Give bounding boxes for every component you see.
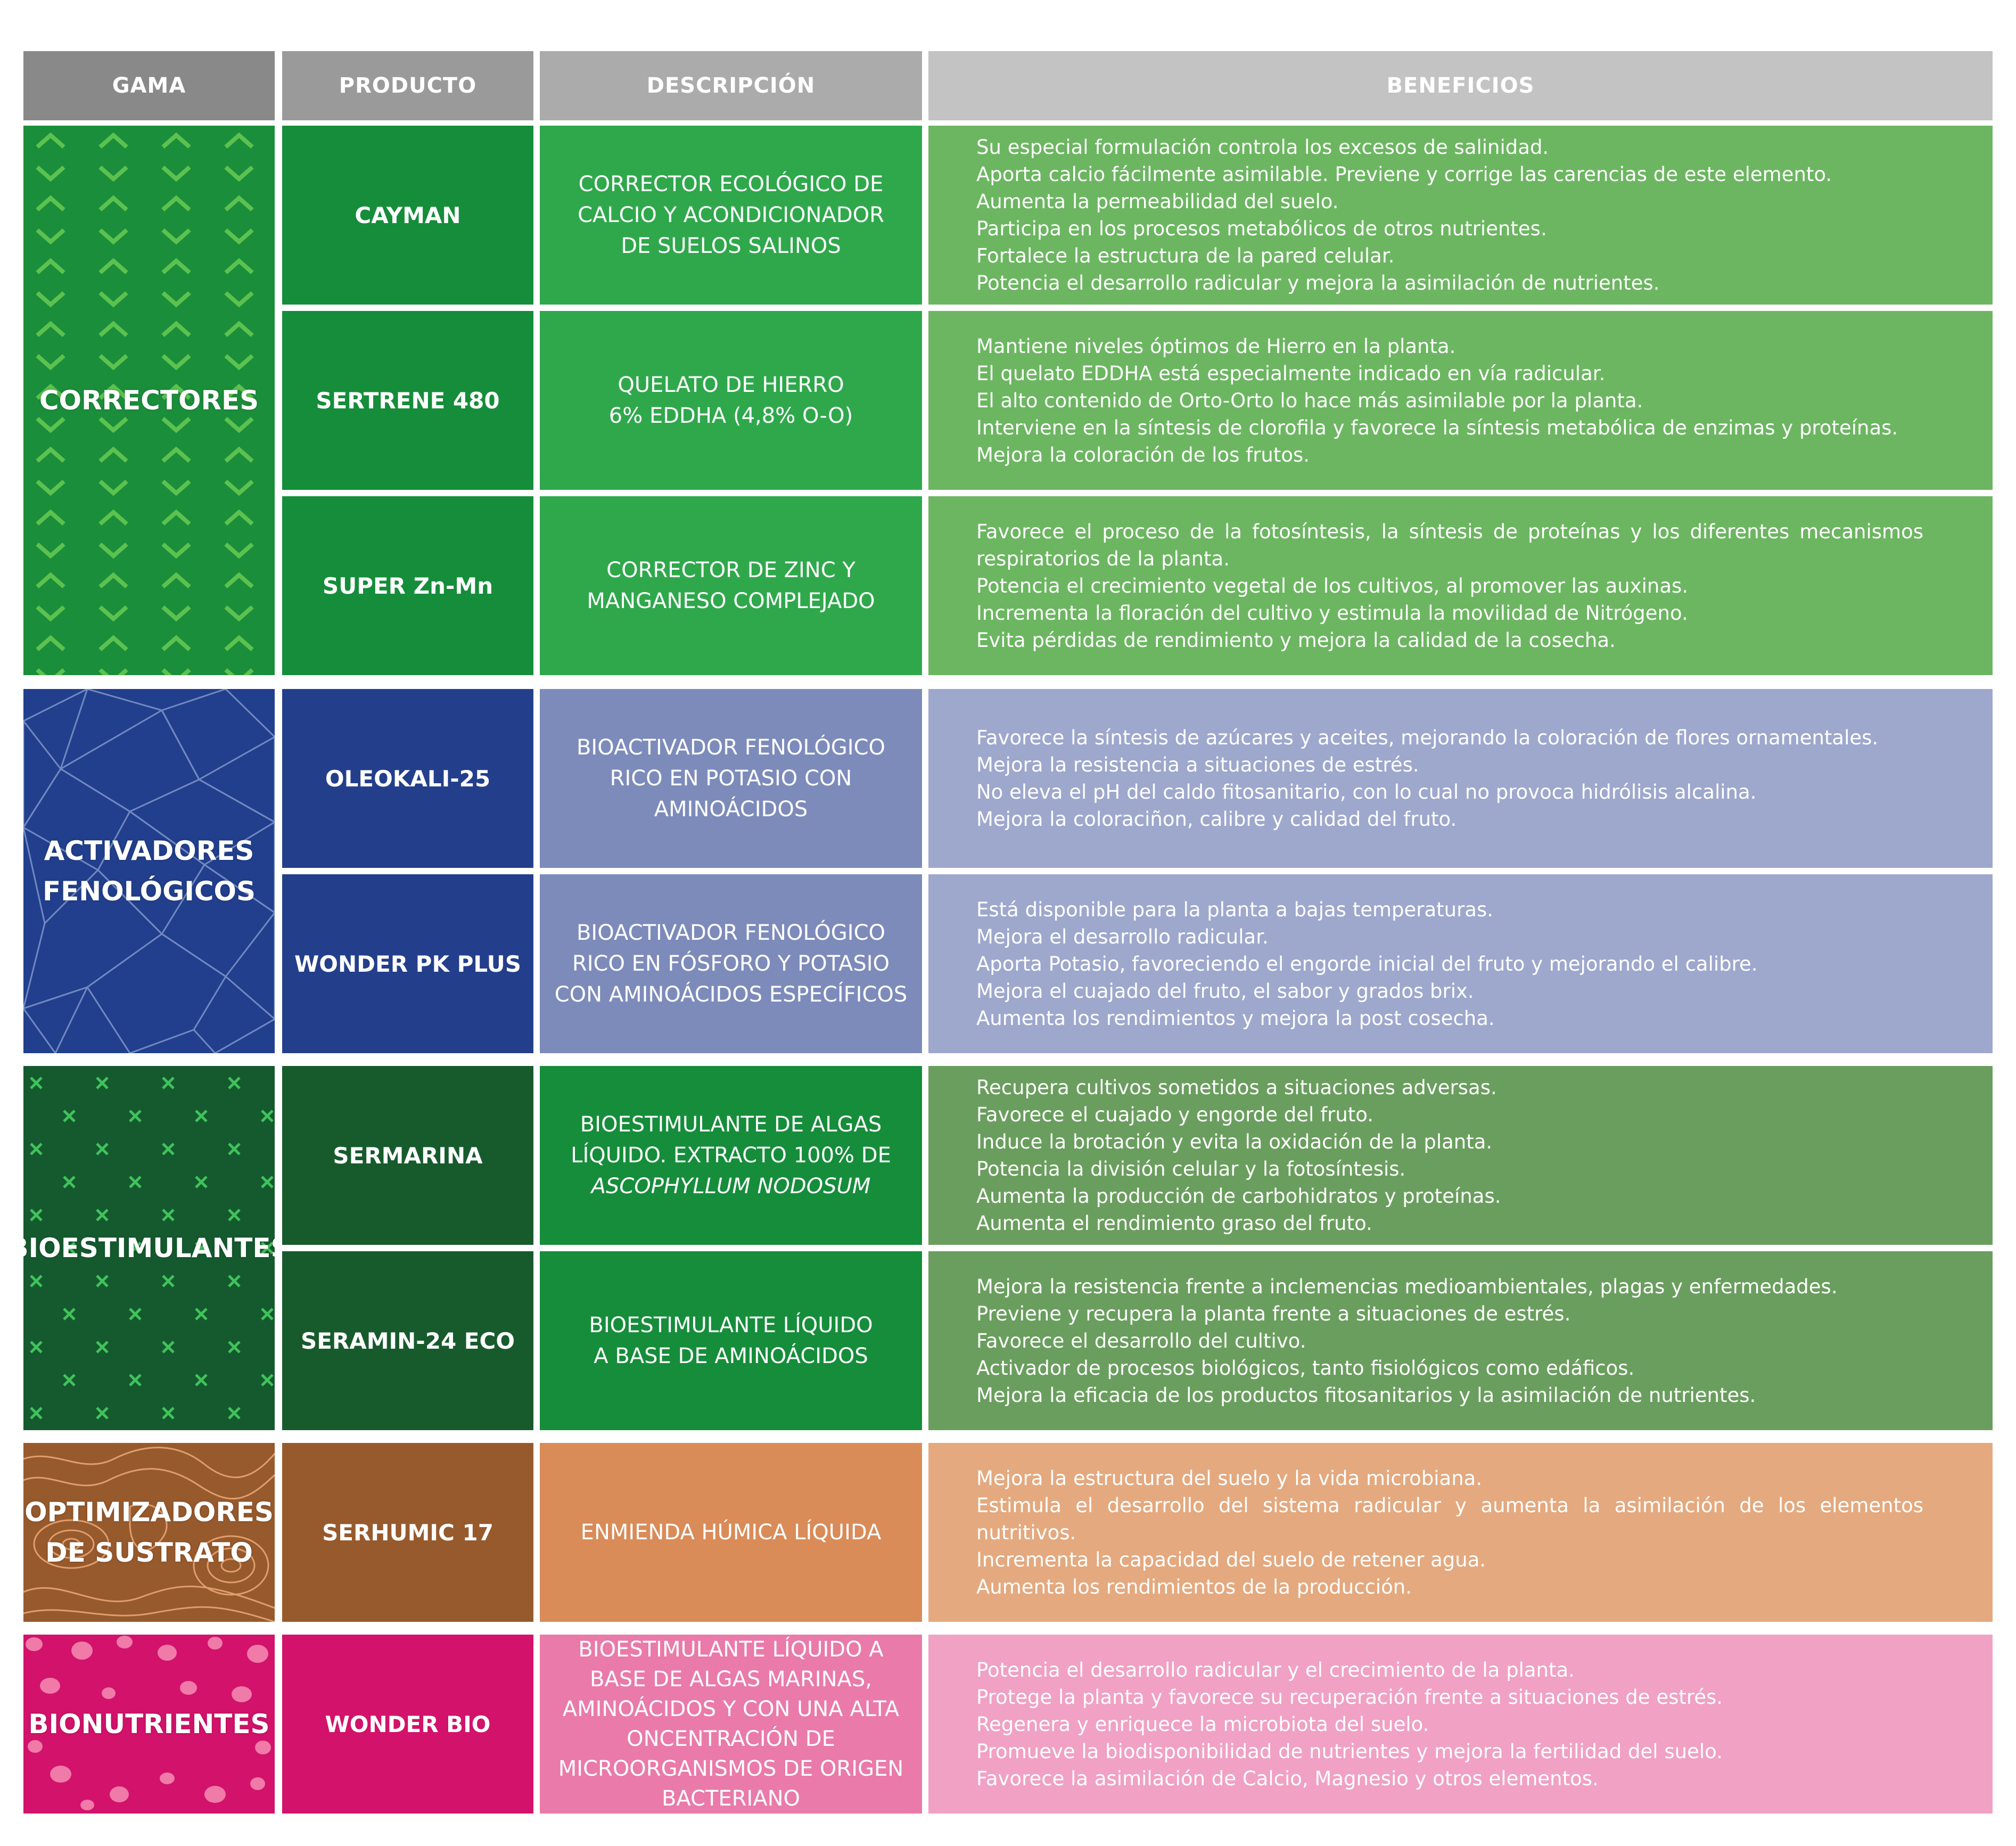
product-name: WONDER BIO [282,1635,533,1814]
product-benefits: Recupera cultivos sometidos a situacione… [928,1066,1993,1245]
benefit-item: Previene y recupera la planta frente a s… [976,1302,1571,1325]
product-name: SUPER Zn-Mn [282,496,533,675]
topographic-pattern [23,1447,275,1622]
benefit-item: Aporta calcio fácilmente asimilable. Pre… [976,163,1832,186]
product-benefits: Está disponible para la planta a bajas t… [928,874,1993,1053]
benefit-item: Promueve la biodisponibilidad de nutrien… [976,1740,1723,1763]
benefit-item: Mejora la estructura del suelo y la vida… [976,1466,1483,1490]
chevron-pattern [23,126,275,675]
benefit-item: Aumenta los rendimientos y mejora la pos… [976,1006,1495,1030]
benefit-item: Mejora el desarrollo radicular. [976,925,1269,948]
benefit-item: Potencia la división celular y la fotosí… [976,1158,1406,1180]
benefit-item: Incrementa la capacidad del suelo de ret… [976,1548,1486,1571]
benefit-item: Mejora la coloraciñon, calibre y calidad… [976,808,1457,831]
benefit-item: Mejora la eficacia de los productos fito… [976,1383,1756,1407]
benefit-item: Incrementa la floración del cultivo y es… [976,601,1688,625]
product-benefits: Mejora la estructura del suelo y la vida… [928,1443,1993,1622]
product-description: BIOESTIMULANTE LÍQUIDO A BASE DE ALGAS M… [540,1635,922,1814]
header-producto: PRODUCTO [282,51,533,120]
product-description: BIOESTIMULANTE DE ALGAS LÍQUIDO. EXTRACT… [540,1066,922,1245]
gama-label: OPTIMIZADORES DE SUSTRATO [24,1497,274,1568]
gama-bioestimulantes: BIOESTIMULANTES [23,1066,275,1430]
benefit-item: Favorece el cuajado y engorde del fruto. [976,1103,1374,1126]
product-name: OLEOKALI-25 [282,689,533,868]
benefit-item: No eleva el pH del caldo fitosanitario, … [976,781,1757,803]
header-beneficios: BENEFICIOS [928,51,1993,120]
benefit-item: Favorece el desarrollo del cultivo. [976,1329,1306,1352]
product-name: SERTRENE 480 [282,311,533,490]
benefit-item: Aporta Potasio, favoreciendo el engorde … [976,952,1758,975]
product-description: BIOACTIVADOR FENOLÓGICO RICO EN POTASIO … [540,689,922,868]
description-text: BIOESTIMULANTE DE ALGAS LÍQUIDO. EXTRACT… [571,1112,891,1168]
benefit-item: Participa en los procesos metabólicos de… [976,217,1547,240]
benefit-item: Favorece la asimilación de Calcio, Magne… [976,1767,1599,1790]
benefit-item: Mantiene niveles óptimos de Hierro en la… [976,334,1456,358]
benefit-item: Evita pérdidas de rendimiento y mejora l… [976,628,1616,652]
product-description: CORRECTOR ECOLÓGICO DE CALCIO Y ACONDICI… [540,126,922,305]
product-benefits: Su especial formulación controla los exc… [928,126,1993,305]
dots-pattern [26,1636,271,1810]
benefit-item: Favorece la síntesis de azúcares y aceit… [976,726,1879,749]
benefit-item: El alto contenido de Orto-Orto lo hace m… [976,389,1643,412]
gama-correctores: CORRECTORES [23,126,275,675]
benefit-item: Mejora la coloración de los frutos. [976,443,1310,466]
product-benefits: Mejora la resistencia frente a inclemenc… [928,1251,1993,1430]
cross-pattern [23,1066,275,1430]
gama-label: CORRECTORES [39,385,259,416]
benefit-item: Activador de procesos biológicos, tanto … [976,1356,1635,1380]
product-benefits: Mantiene niveles óptimos de Hierro en la… [928,311,1993,490]
benefit-item: Protege la planta y favorece su recupera… [976,1685,1723,1709]
gama-label: BIOESTIMULANTES [23,1233,275,1264]
benefit-item: Estimula el desarrollo del sistema radic… [976,1494,1923,1544]
product-name: WONDER PK PLUS [282,874,533,1053]
polygon-mesh-pattern [23,689,275,1053]
product-name: SERMARINA [282,1066,533,1245]
gama-label: BIONUTRIENTES [28,1709,270,1740]
benefit-item: Mejora el cuajado del fruto, el sabor y … [976,979,1474,1003]
product-benefits: Favorece la síntesis de azúcares y aceit… [928,689,1993,868]
benefit-item: Aumenta los rendimientos de la producció… [976,1575,1412,1598]
gama-optimizadores-de-sustrato: OPTIMIZADORES DE SUSTRATO [23,1443,275,1622]
product-benefits: Potencia el desarrollo radicular y el cr… [928,1635,1993,1814]
benefit-item: Mejora la resistencia frente a inclemenc… [976,1275,1838,1298]
product-name: SERHUMIC 17 [282,1443,533,1622]
benefit-item: Induce la brotación y evita la oxidación… [976,1130,1493,1153]
header-descripcion: DESCRIPCIÓN [540,51,922,120]
gama-label: ACTIVADORES FENOLÓGICOS [42,835,256,907]
benefit-item: Potencia el desarrollo radicular y mejor… [976,272,1660,294]
benefit-item: Aumenta la permeabilidad del suelo. [976,190,1339,213]
benefit-item: Potencia el desarrollo radicular y el cr… [976,1658,1575,1681]
benefit-item: Aumenta la producción de carbohidratos y… [976,1185,1501,1208]
benefit-item: Mejora la resistencia a situaciones de e… [976,753,1419,776]
benefit-item: Potencia el crecimiento vegetal de los c… [976,574,1689,597]
benefit-item: Aumenta el rendimiento graso del fruto. [976,1212,1372,1235]
benefit-item: El quelato EDDHA está especialmente indi… [976,362,1606,385]
gama-bionutrientes: BIONUTRIENTES [23,1635,275,1814]
description-species: ASCOPHYLLUM NODOSUM [591,1174,871,1199]
product-name: SERAMIN-24 ECO [282,1251,533,1430]
benefit-item: Favorece el proceso de la fotosíntesis, … [976,520,1923,570]
product-description: QUELATO DE HIERRO 6% EDDHA (4,8% O-O) [540,311,922,490]
benefit-item: Su especial formulación controla los exc… [976,136,1549,159]
gama-activadores-fenologicos: ACTIVADORES FENOLÓGICOS [23,689,275,1053]
benefit-item: Fortalece la estructura de la pared celu… [976,244,1395,267]
product-name: CAYMAN [282,126,533,305]
benefit-item: Regenera y enriquece la microbiota del s… [976,1712,1429,1736]
product-description: BIOESTIMULANTE LÍQUIDO A BASE DE AMINOÁC… [540,1251,922,1430]
product-description: ENMIENDA HÚMICA LÍQUIDA [540,1443,922,1622]
product-description: CORRECTOR DE ZINC Y MANGANESO COMPLEJADO [540,496,922,675]
header-gama: GAMA [23,51,275,120]
benefit-item: Interviene en la síntesis de clorofila y… [976,416,1898,439]
product-description: BIOACTIVADOR FENOLÓGICO RICO EN FÓSFORO … [540,874,922,1053]
benefit-item: Recupera cultivos sometidos a situacione… [976,1076,1497,1099]
benefit-item: Está disponible para la planta a bajas t… [976,898,1494,921]
product-benefits: Favorece el proceso de la fotosíntesis, … [928,496,1993,675]
